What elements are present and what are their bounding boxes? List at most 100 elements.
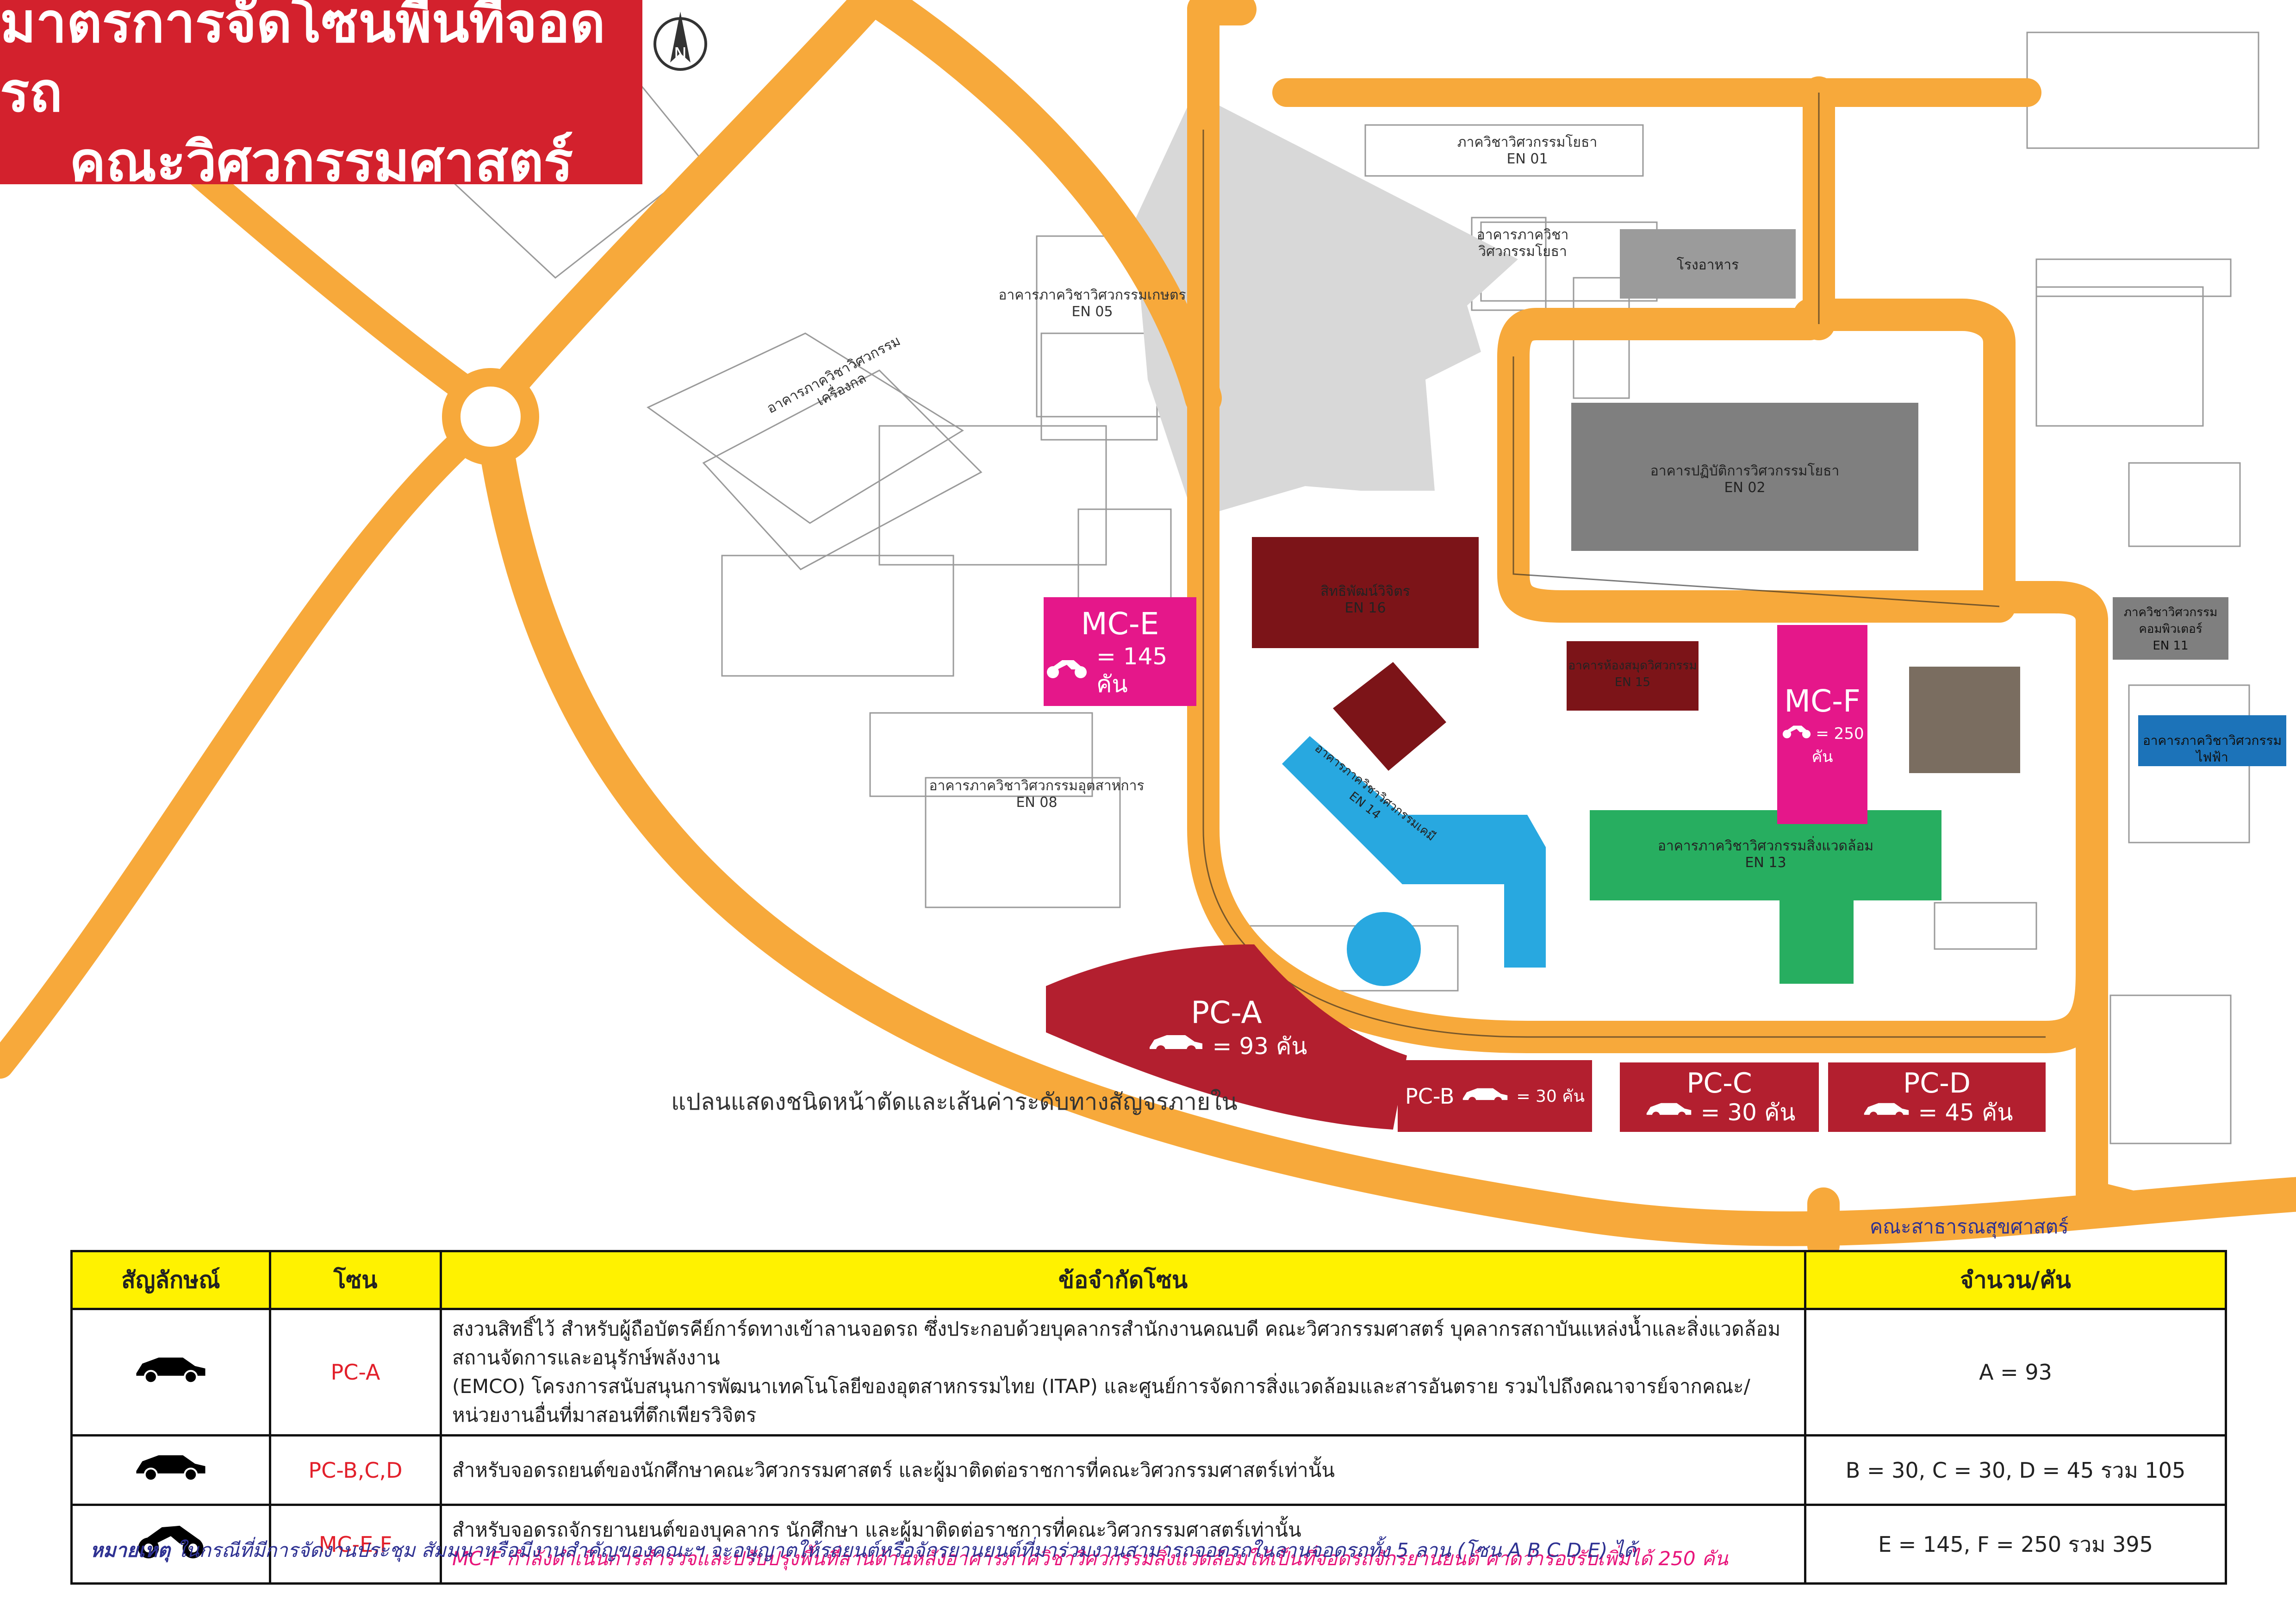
en02-building [1571,403,1918,551]
en16-name: สิทธิพัฒน์วิจิตร [1320,583,1410,600]
en01-name: ภาควิชาวิศวกรรมโยธา [1457,134,1598,150]
en13-name: อาคารภาควิชาวิศวกรรมสิ่งแวดล้อม [1657,838,1874,854]
car-icon [131,1357,210,1389]
en15-label: อาคารห้องสมุดวิศวกรรม EN 15 [1567,657,1699,691]
legend-zone: MC-E,F [269,1504,442,1585]
mc-f-zone [1777,625,1867,824]
en05-name: อาคารภาควิชาวิศวกรรมเกษตร [998,287,1186,303]
car-icon [131,1455,210,1487]
en13-label: อาคารภาควิชาวิศวกรรมสิ่งแวดล้อม EN 13 [1590,838,1941,871]
legend-header-zone: โซน [269,1250,442,1310]
motorcycle-icon [1044,656,1090,685]
legend-desc: (EMCO) โครงการสนับสนุนการพัฒนาเทคโนโลยีข… [452,1375,1750,1426]
legend-table: สัญลักษณ์ โซน ข้อจำกัดโซน จำนวน/คัน PC-A… [70,1250,2227,1585]
mc-f-code: MC-F [1784,683,1860,719]
pc-d-label: PC-D = 45 คัน [1828,1062,2046,1132]
en16-label: สิทธิพัฒน์วิจิตร EN 16 [1252,583,1479,617]
canteen-name: โรงอาหาร [1676,257,1739,273]
mc-f-count: = 250 [1816,725,1864,743]
electrical-label: อาคารภาควิชาวิศวกรรมไฟฟ้า [2138,732,2286,766]
en16-code: EN 16 [1344,600,1386,616]
legend-count: B = 30, C = 30, D = 45 รวม 105 [1804,1434,2227,1506]
pc-b-code: PC-B [1405,1083,1455,1109]
legend-count: E = 145, F = 250 รวม 395 [1804,1504,2227,1585]
plaza-area [1134,93,1518,518]
pc-b-label: PC-B = 30 คัน [1398,1060,1592,1132]
legend-zone: PC-A [269,1308,442,1437]
pc-d-zone [1828,1062,2046,1132]
en02-code: EN 02 [1724,480,1766,496]
mc-f-unit: คัน [1811,748,1833,766]
motorcycle-icon [1780,720,1813,748]
legend-zone: PC-B,C,D [269,1434,442,1506]
title-banner: มาตรการจัดโซนพื้นที่จอดรถ คณะวิศวกรรมศาส… [0,0,642,194]
table-row: MC-E,F สำหรับจอดรถจักรยานยนต์ของบุคลากร … [70,1504,2227,1585]
legend-header-restriction: ข้อจำกัดโซน [440,1250,1806,1310]
en11-building [2113,597,2228,660]
mc-e-label: MC-E = 145 คัน [1044,597,1196,706]
car-icon [1146,1031,1206,1062]
maroon-block [1333,662,1446,771]
pc-c-code: PC-C [1686,1067,1752,1099]
mc-f-label: MC-F = 250 คัน [1777,625,1867,824]
mc-e-count: = 145 คัน [1096,643,1168,698]
title-line1: มาตรการจัดโซนพื้นที่จอดรถ [0,0,605,124]
en13-building [1590,810,1941,984]
mc-e-zone [1044,597,1196,706]
pc-c-zone [1620,1062,1819,1132]
en08-code: EN 08 [1016,794,1058,811]
map-caption: แปลนแสดงชนิดหน้าตัดและเส้นค่าระดับทางสัญ… [671,1088,1238,1115]
en16-building [1252,537,1479,648]
en08-label: อาคารภาควิชาวิศวกรรมอุตสาหการ EN 08 [916,778,1157,811]
en01-label: ภาควิชาวิศวกรรมโยธา EN 01 [1412,134,1643,168]
legend-count: A = 93 [1804,1308,2227,1437]
pc-a-zone [1046,944,1407,1130]
car-icon [1861,1099,1912,1126]
pc-a-label: PC-A = 93 คัน [1120,986,1333,1069]
electrical-building [2138,715,2286,766]
en14-building [1282,736,1546,968]
en02-label: อาคารปฏิบัติการวิศวกรรมโยธา EN 02 [1571,463,1918,496]
en11-name: ภาควิชาวิศวกรรมคอมพิวเตอร์ [2123,606,2218,636]
water-tank [1347,912,1421,986]
legend-header-symbol: สัญลักษณ์ [70,1250,271,1310]
legend-desc: สำหรับจอดรถจักรยานยนต์ของบุคลากร นักศึกษ… [452,1518,1301,1541]
table-row: PC-B,C,D สำหรับจอดรถยนต์ของนักศึกษาคณะวิ… [70,1434,2227,1506]
en11-code: EN 11 [2153,639,2189,653]
en15-name: อาคารห้องสมุดวิศวกรรม [1568,659,1697,673]
motorcycle-icon [134,1525,208,1565]
title-line2: คณะวิศวกรรมศาสตร์ [69,130,573,194]
en05-label: อาคารภาควิชาวิศวกรรมเกษตร EN 05 [972,287,1213,320]
mc-e-code: MC-E [1081,606,1159,642]
legend-desc: สำหรับจอดรถยนต์ของนักศึกษาคณะวิศวกรรมศาส… [452,1458,1335,1481]
en13-code: EN 13 [1745,855,1786,871]
pc-b-count: = 30 คัน [1516,1087,1585,1106]
en02-name: อาคารปฏิบัติการวิศวกรรมโยธา [1650,463,1840,479]
en15-code: EN 15 [1614,675,1651,689]
footnote-label: หมายเหตุ [90,1539,170,1562]
en01-code: EN 01 [1506,151,1548,167]
en11-label: ภาควิชาวิศวกรรมคอมพิวเตอร์ EN 11 [2113,604,2228,654]
legend-header-count: จำนวน/คัน [1804,1250,2227,1310]
roundabout [442,368,539,465]
pc-d-count: = 45 คัน [1918,1099,2013,1126]
car-icon [1643,1099,1694,1126]
en05-code: EN 05 [1071,304,1113,320]
footnote-text: ในกรณีที่มีการจัดงานประชุม สัมมนาหรือมีง… [176,1539,1636,1562]
en08-name: อาคารภาควิชาวิศวกรรมอุตสาหการ [929,778,1145,794]
brown-building [1909,667,2020,773]
civil2-name: อาคารภาควิชาวิศวกรรมโยธา [1476,227,1569,260]
pc-c-label: PC-C = 30 คัน [1620,1062,1819,1132]
pc-c-count: = 30 คัน [1700,1099,1796,1126]
pc-a-count: = 93 คัน [1212,1033,1307,1060]
pc-a-code: PC-A [1191,994,1262,1031]
civil2-label: อาคารภาควิชาวิศวกรรมโยธา [1449,227,1597,260]
legend-header-row: สัญลักษณ์ โซน ข้อจำกัดโซน จำนวน/คัน [70,1250,2227,1310]
svg-text:N: N [674,44,687,64]
legend-desc-note: MC-F กำลังดำเนินการสำรวจและปรับปรุงพื้นท… [452,1547,1728,1570]
canteen-label: โรงอาหาร [1620,257,1796,274]
table-row: PC-A สงวนสิทธิ์ไว้ สำหรับผู้ถือบัตรคีย์ก… [70,1308,2227,1437]
public-health-label: คณะสาธารณสุขศาสตร์ [1870,1215,2069,1238]
north-arrow-icon: N [653,12,707,71]
